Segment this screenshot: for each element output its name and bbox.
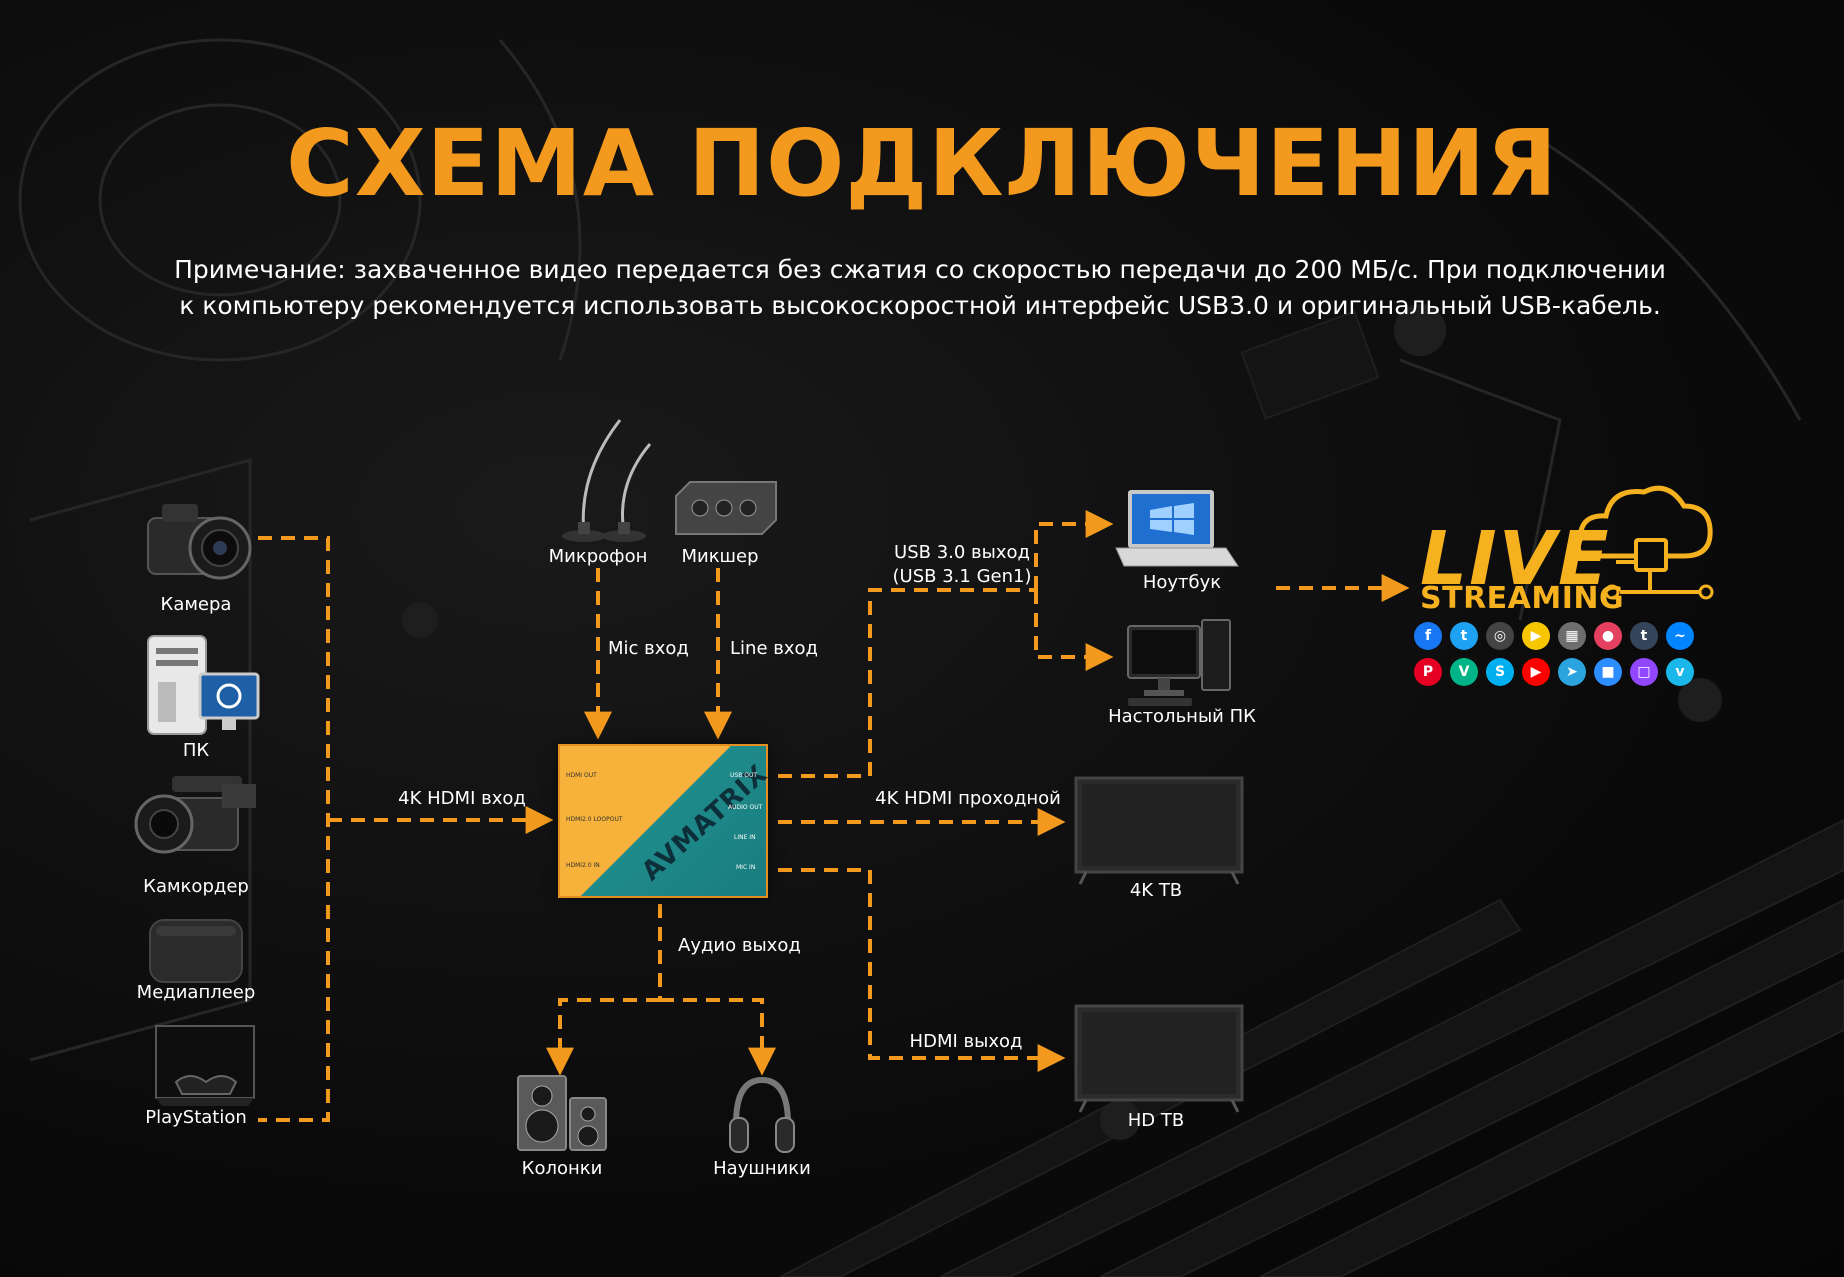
label-usb-out-1: USB 3.0 выход — [894, 542, 1030, 563]
wire-desktop — [1034, 590, 1114, 671]
label-headphones: Наушники — [713, 1158, 811, 1179]
port-audio-out: AUDIO OUT — [728, 804, 763, 811]
label-camera: Камера — [160, 594, 232, 615]
camcorder-icon — [134, 776, 256, 854]
label-audio-out: Аудио выход — [678, 935, 801, 956]
label-hdmi-passthrough: 4K HDMI проходной — [875, 788, 1061, 809]
tv-4k-icon — [1074, 776, 1244, 885]
vimeo-icon: v — [1666, 658, 1694, 686]
pinterest-icon: P — [1414, 658, 1442, 686]
camera-icon — [147, 504, 252, 580]
label-laptop: Ноутбук — [1142, 572, 1222, 593]
port-mic-in: MIC IN — [736, 864, 756, 871]
messenger-icon: ~ — [1666, 622, 1694, 650]
wire-headphones — [660, 998, 776, 1076]
label-mixer: Микшер — [681, 546, 759, 567]
microphone-icon — [562, 419, 652, 542]
wire-usb-out — [778, 588, 1036, 778]
wire-laptop — [1034, 510, 1114, 590]
mixer-icon — [675, 481, 777, 535]
label-hdmi-out: HDMI выход — [909, 1031, 1023, 1052]
pc-icon — [147, 635, 260, 735]
speakers-icon — [517, 1075, 607, 1151]
desktop-icon — [1127, 619, 1231, 706]
label-line-input: Line вход — [730, 638, 818, 659]
note-line-2: к компьютеру рекомендуется использовать … — [179, 291, 1661, 320]
streaming-logo-text: STREAMING — [1420, 581, 1625, 616]
cloud-icon — [1575, 485, 1714, 600]
label-desktop: Настольный ПК — [1108, 706, 1256, 727]
note-line-1: Примечание: захваченное видео передается… — [174, 255, 1666, 284]
telegram-icon: ➤ — [1558, 658, 1586, 686]
vine-icon: V — [1450, 658, 1478, 686]
label-tv-4k: 4K ТВ — [1129, 880, 1183, 901]
wire-camera — [258, 536, 330, 1122]
label-usb-out-2: (USB 3.1 Gen1) — [892, 566, 1032, 587]
laptop-icon — [1115, 490, 1239, 567]
port-hdmi-out: HDMI OUT — [566, 772, 597, 779]
wire-speakers — [546, 998, 660, 1076]
twitter-icon: t — [1450, 622, 1478, 650]
label-playstation: PlayStation — [145, 1107, 247, 1128]
port-usb-out: USB OUT — [730, 772, 758, 779]
label-microphone: Микрофон — [548, 546, 648, 567]
live-logo-text: LIVE — [1420, 516, 1611, 602]
tumblr-icon: t — [1630, 622, 1658, 650]
location-icon: ● — [1594, 622, 1622, 650]
facebook-icon: f — [1414, 622, 1442, 650]
port-hdmi-loopout: HDMI2.0 LOOPOUT — [566, 816, 623, 823]
label-hdmi-in: 4K HDMI вход — [398, 788, 526, 809]
twitch-icon: □ — [1630, 658, 1658, 686]
obs-icon: ◎ — [1486, 622, 1514, 650]
label-mic-input: Mic вход — [608, 638, 689, 659]
label-tv-hd: HD ТВ — [1127, 1110, 1185, 1131]
mediaplayer-icon — [149, 919, 243, 983]
tv-hd-icon — [1074, 1004, 1244, 1113]
playstation-icon — [155, 1025, 255, 1106]
headphones-icon — [729, 1076, 795, 1153]
page-title: СХЕМА ПОДКЛЮЧЕНИЯ — [286, 110, 1558, 217]
label-pc: ПК — [182, 740, 210, 761]
label-speakers: Колонки — [521, 1158, 603, 1179]
note-text: Примечание: захваченное видео передается… — [150, 252, 1690, 324]
grid-icon: ▦ — [1558, 622, 1586, 650]
port-hdmi-in: HDMI2.0 IN — [566, 862, 600, 869]
skype-icon: S — [1486, 658, 1514, 686]
zoom-icon: ■ — [1594, 658, 1622, 686]
youtube-play-icon: ▶ — [1522, 622, 1550, 650]
label-mediaplayer: Медиаплеер — [136, 982, 256, 1003]
wire-hdmi-out — [778, 868, 1066, 1072]
capture-card: AVMATRIX HDMI OUT HDMI2.0 LOOPOUT HDMI2.… — [558, 744, 774, 898]
label-camcorder: Камкордер — [143, 876, 249, 897]
port-line-in: LINE IN — [734, 834, 756, 841]
youtube-icon: ▶ — [1522, 658, 1550, 686]
